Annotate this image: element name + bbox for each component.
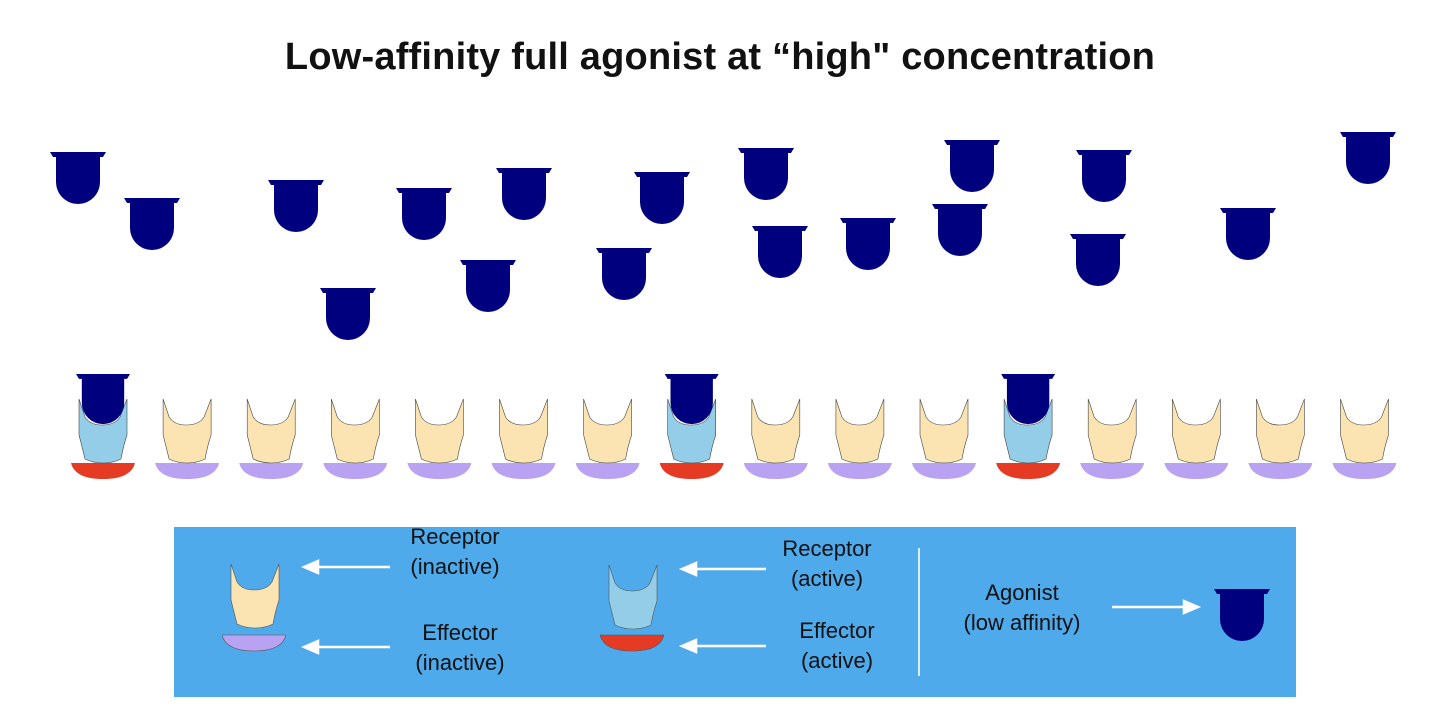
effector-inactive — [1332, 463, 1397, 479]
agonist-free — [944, 140, 1000, 192]
agonist-free — [396, 188, 452, 240]
effector-inactive — [912, 463, 976, 479]
receptor-inactive — [919, 398, 969, 464]
label-line: Agonist — [985, 580, 1059, 605]
legend-divider — [918, 548, 920, 676]
receptor-inactive — [1087, 398, 1137, 464]
effector-inactive — [323, 463, 388, 479]
receptors-layer — [78, 398, 1390, 464]
legend-agonist-label: Agonist (low affinity) — [946, 578, 1098, 638]
agonist-free — [496, 168, 552, 220]
receptor-inactive — [498, 398, 549, 464]
agonist-free — [268, 180, 324, 232]
effector-inactive — [1080, 463, 1145, 479]
effector-inactive — [155, 463, 220, 479]
receptor-inactive — [835, 398, 885, 464]
agonist-free — [596, 248, 652, 300]
legend-effector-active-label: Effector (active) — [772, 616, 902, 676]
receptor-inactive — [414, 398, 464, 464]
effector-inactive — [743, 463, 808, 479]
agonist-free — [1070, 234, 1126, 286]
receptor-inactive — [162, 398, 212, 464]
receptor-inactive — [1255, 398, 1305, 464]
agonist-free — [738, 148, 794, 200]
agonist-free — [1220, 208, 1276, 260]
legend-effector-inactive-label: Effector (inactive) — [395, 618, 525, 678]
agonist-free — [1340, 132, 1396, 184]
agonist-free — [932, 204, 988, 256]
agonist-free — [320, 288, 376, 340]
label-line: Receptor — [782, 536, 872, 561]
effector-inactive — [239, 463, 304, 479]
legend-receptor-active-label: Receptor (active) — [762, 534, 892, 594]
label-line: (low affinity) — [963, 610, 1081, 635]
effector-inactive — [1164, 463, 1229, 479]
effector-active — [71, 463, 135, 479]
effector-active — [659, 463, 724, 479]
receptor-inactive — [1339, 398, 1390, 464]
diagram-title: Low-affinity full agonist at “high" conc… — [284, 36, 1156, 78]
receptor-inactive — [583, 398, 633, 464]
legend-panel — [174, 527, 1296, 697]
agonist-free — [840, 218, 896, 270]
effectors-layer — [71, 463, 1397, 479]
agonist-free — [124, 198, 180, 250]
effector-inactive — [575, 463, 640, 479]
label-line: (inactive) — [410, 554, 500, 579]
legend-receptor-inactive-label: Receptor (inactive) — [390, 522, 520, 582]
effector-active — [996, 463, 1061, 479]
receptor-inactive — [751, 398, 801, 464]
effector-inactive — [407, 463, 472, 479]
label-line: Receptor — [410, 524, 500, 549]
agonist-free — [634, 172, 690, 224]
label-line: Effector — [799, 618, 875, 643]
agonist-free — [1076, 150, 1132, 202]
agonist-free — [460, 260, 516, 312]
agonist-free — [50, 152, 106, 204]
label-line: Effector — [422, 620, 498, 645]
label-line: (inactive) — [415, 650, 505, 675]
effector-inactive — [827, 463, 892, 479]
effector-inactive — [1248, 463, 1313, 479]
receptor-inactive — [246, 398, 296, 464]
agonist-free — [752, 226, 808, 278]
effector-inactive — [491, 463, 556, 479]
receptor-inactive — [330, 398, 380, 464]
agonists-layer — [50, 132, 1396, 425]
label-line: (active) — [790, 566, 864, 591]
receptor-inactive — [1171, 398, 1221, 464]
label-line: (active) — [800, 648, 874, 673]
